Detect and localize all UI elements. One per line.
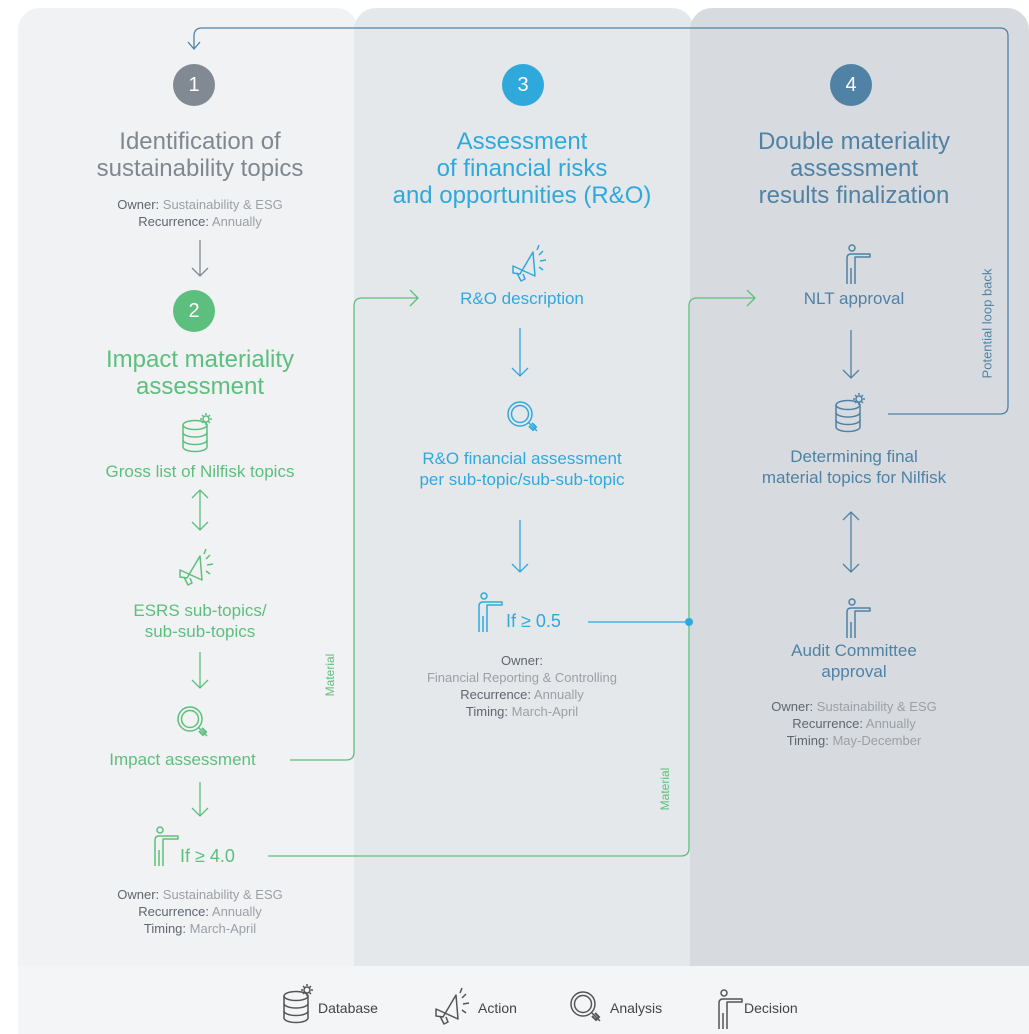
timing-key: Timing:: [465, 704, 509, 719]
owner-key: Owner:: [501, 653, 543, 668]
action-icon: [179, 548, 214, 586]
timing-key: Timing:: [143, 921, 187, 936]
step-2-badge: 2: [173, 290, 215, 332]
step-3-title: Assessment of financial risks and opport…: [362, 128, 682, 209]
recurrence-value: Annually: [209, 214, 262, 229]
analysis-icon: [570, 991, 601, 1022]
column-identification-impact: [18, 8, 358, 966]
step-2-title-line1: Impact materiality: [105, 346, 295, 373]
step-3-meta: Owner: Financial Reporting & Controlling…: [362, 652, 682, 720]
material-label: Material: [658, 767, 672, 811]
step-4-title-line3: results finalization: [758, 182, 950, 209]
step-4-title-line1: Double materiality: [757, 128, 951, 155]
database-icon: [182, 412, 213, 453]
timing-value: May-December: [828, 733, 922, 748]
database-icon: [835, 392, 866, 433]
decision-icon: [846, 598, 871, 639]
recurrence-value: Annually: [209, 904, 262, 919]
recurrence-value: Annually: [863, 716, 916, 731]
step-4-title-line2: assessment: [789, 155, 919, 182]
legend-decision: Decision: [744, 1000, 798, 1016]
step-3-title-line1: Assessment: [456, 128, 588, 155]
ro-financial-line2: per sub-topic/sub-sub-topic: [419, 470, 625, 489]
timing-value: March-April: [508, 704, 579, 719]
decision-icon: [478, 592, 503, 633]
decision-icon: [846, 244, 871, 285]
recurrence-value: Annually: [531, 687, 584, 702]
owner-key: Owner:: [117, 887, 160, 902]
ro-description-label: R&O description: [460, 289, 584, 308]
owner-key: Owner:: [771, 699, 814, 714]
step-3-title-line2: of financial risks: [436, 155, 608, 182]
step-4-badge: 4: [830, 64, 872, 106]
audit-line1: Audit Committee: [791, 641, 917, 660]
impact-assessment-label: Impact assessment: [109, 750, 256, 769]
final-topics-line1: Determining final: [790, 447, 918, 466]
legend-bar: [18, 966, 1029, 1034]
gross-list-label: Gross list of Nilfisk topics: [105, 462, 295, 481]
owner-value: Sustainability & ESG: [159, 197, 283, 212]
owner-value: Sustainability & ESG: [813, 699, 937, 714]
ro-financial-line1: R&O financial assessment: [422, 449, 622, 468]
step-4-meta: Owner: Sustainability & ESG Recurrence: …: [694, 698, 1014, 749]
step-4-title: Double materiality assessment results fi…: [694, 128, 1014, 209]
step-2-title-line2: assessment: [135, 373, 265, 400]
step-1-title: Identification of sustainability topics: [40, 128, 360, 182]
ro-financial-assessment-label: R&O financial assessment per sub-topic/s…: [362, 448, 682, 490]
recurrence-key: Recurrence:: [792, 716, 864, 731]
step-2-title: Impact materiality assessment: [40, 346, 360, 400]
esrs-line1: ESRS sub-topics/: [133, 601, 267, 620]
audit-line2: approval: [821, 662, 887, 681]
owner-value: Financial Reporting & Controlling: [426, 670, 618, 685]
legend-action: Action: [478, 1000, 517, 1016]
recurrence-key: Recurrence:: [460, 687, 532, 702]
impact-threshold-label: If ≥ 4.0: [180, 846, 235, 866]
legend-database: Database: [318, 1000, 378, 1016]
nlt-approval-label: NLT approval: [803, 289, 905, 308]
column-finalization: [690, 8, 1029, 966]
decision-icon: [718, 989, 743, 1030]
step-3-badge: 3: [502, 64, 544, 106]
step-1-title-line1: Identification of: [119, 128, 281, 155]
action-icon: [512, 244, 547, 282]
step-1-badge: 1: [173, 64, 215, 106]
esrs-subtopics-label: ESRS sub-topics/ sub-sub-topics: [40, 600, 360, 642]
analysis-icon: [177, 706, 208, 737]
column-financial-assessment: [354, 8, 694, 966]
recurrence-key: Recurrence:: [138, 214, 210, 229]
final-topics-line2: material topics for Nilfisk: [761, 468, 947, 487]
financial-threshold-label: If ≥ 0.5: [506, 611, 561, 631]
recurrence-key: Recurrence:: [138, 904, 210, 919]
step-3-title-line3: and opportunities (R&O): [392, 182, 652, 209]
loop-back-label: Potential loop back: [979, 268, 995, 379]
step-1-title-line2: sustainability topics: [96, 155, 304, 182]
step-1-meta: Owner: Sustainability & ESG Recurrence: …: [40, 196, 360, 230]
step-2-meta: Owner: Sustainability & ESG Recurrence: …: [40, 886, 360, 937]
analysis-icon: [507, 401, 538, 432]
timing-key: Timing:: [786, 733, 829, 748]
timing-value: March-April: [186, 921, 257, 936]
esrs-line2: sub-sub-topics: [144, 622, 256, 641]
database-icon: [283, 983, 314, 1024]
owner-value: Sustainability & ESG: [159, 887, 283, 902]
audit-committee-label: Audit Committee approval: [694, 640, 1014, 682]
decision-icon: [154, 826, 179, 867]
final-topics-label: Determining final material topics for Ni…: [694, 446, 1014, 488]
owner-key: Owner:: [117, 197, 160, 212]
material-label: Material: [323, 653, 337, 697]
legend-analysis: Analysis: [610, 1000, 663, 1016]
action-icon: [435, 987, 470, 1025]
